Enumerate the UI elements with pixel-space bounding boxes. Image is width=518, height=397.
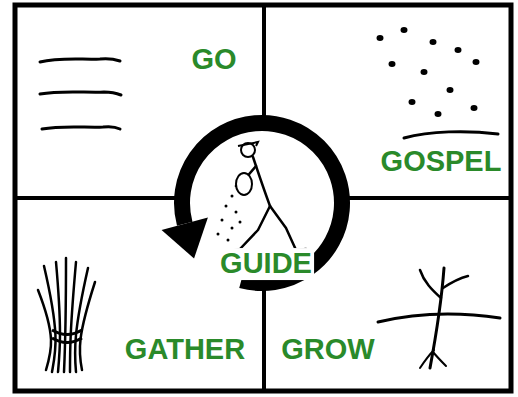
seed-dot	[235, 211, 238, 214]
stage-label: GOSPEL	[379, 146, 504, 178]
sprout-root	[420, 350, 434, 368]
divider-line	[262, 284, 266, 391]
seed-dot	[447, 87, 454, 93]
stage-label: GUIDE	[218, 248, 314, 280]
go-box: GO	[13, 3, 264, 198]
motion-stroke	[40, 92, 121, 95]
seed-dot	[377, 35, 384, 41]
sower-leg	[230, 206, 270, 251]
sheaf-stalk	[56, 262, 60, 372]
stage-label: GROW	[279, 334, 376, 366]
outer-frame	[15, 5, 511, 391]
sheaf-stalk	[38, 290, 51, 370]
sheaf-band	[52, 330, 82, 335]
seed-dot	[225, 205, 228, 208]
seed-dot	[471, 105, 478, 111]
divider-line	[344, 196, 511, 200]
cycle-arc	[182, 123, 342, 283]
sprout-leaf	[443, 276, 468, 288]
sheaf-band	[52, 338, 82, 343]
grow-box: GROW	[264, 198, 513, 393]
seed-dot	[231, 195, 234, 198]
motion-stroke	[42, 127, 120, 129]
seed-dot	[389, 61, 396, 67]
sprout-root	[433, 352, 446, 366]
motion-stroke	[40, 59, 120, 62]
ground-line	[404, 132, 498, 138]
seed-dot	[421, 69, 428, 75]
seed-dot	[435, 111, 442, 117]
sprout-leaf	[420, 270, 441, 298]
stage-label: GO	[189, 44, 238, 76]
seed-dot	[473, 59, 480, 65]
seed-dot	[221, 219, 224, 222]
seed-dot	[227, 239, 230, 242]
sheaf-stalk	[80, 282, 95, 370]
seed-dot	[409, 99, 416, 105]
sower-leg	[270, 206, 306, 250]
seed-dot	[217, 233, 220, 236]
sower-body	[253, 157, 270, 206]
seed-dot	[239, 221, 242, 224]
seed-bag	[236, 173, 252, 195]
stage-label: GATHER	[123, 334, 247, 366]
seed-dot	[401, 27, 408, 33]
divider-line	[262, 5, 266, 122]
guide-cycle: GUIDE	[174, 115, 350, 291]
sheaf-stalk	[75, 268, 88, 372]
sheaf-stalk	[64, 258, 66, 372]
seed-dot	[430, 39, 437, 45]
seed-dot	[455, 47, 462, 53]
arrow-head	[162, 217, 208, 258]
gather-box: GATHER	[13, 198, 264, 393]
sower-hat	[238, 142, 258, 146]
seed-dot	[231, 227, 234, 230]
divider-line	[15, 196, 180, 200]
gospel-box: GOSPEL	[264, 3, 513, 198]
